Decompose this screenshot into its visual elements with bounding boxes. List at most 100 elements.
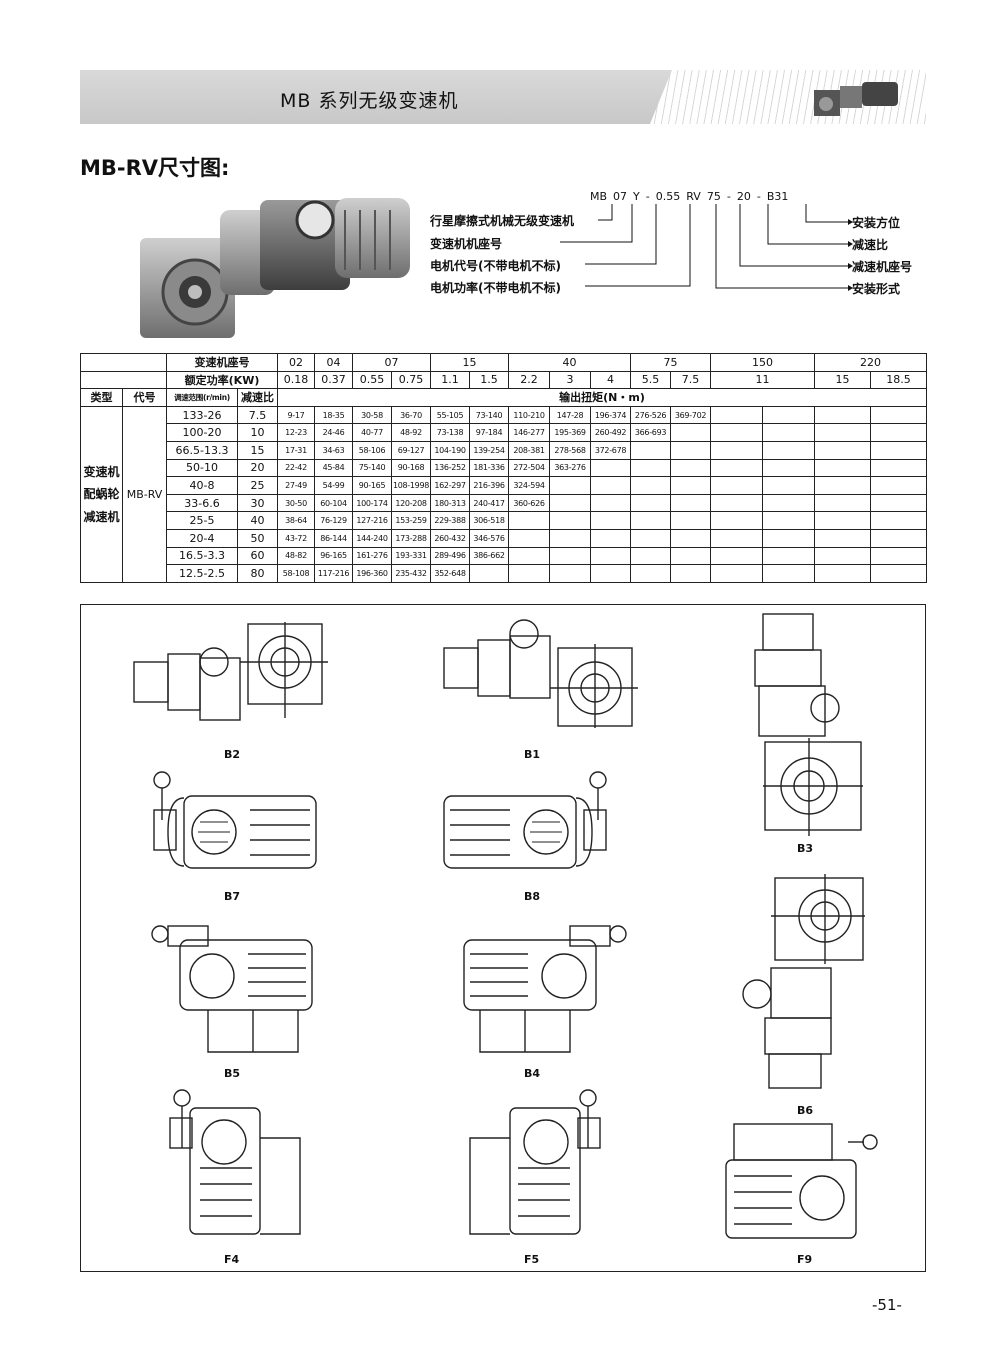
motor-thumbnail-icon [814,82,898,116]
frame-size: 04 [314,353,353,372]
code-cell: MB-RV [122,405,167,583]
table-row: 类型 代号 调速范围(r/min) 减速比 输出扭矩(N・m) [80,388,927,407]
torque-cell: 360-626 [508,493,550,513]
col-header-type: 类型 [80,388,123,407]
torque-cell: 276-526 [630,405,671,425]
torque-cell [508,511,550,530]
ratio-cell: 30 [237,493,278,513]
section-title: MB-RV尺寸图: [80,156,230,180]
torque-cell [870,440,927,460]
code-part: 0.55 [655,190,681,203]
torque-cell: 196-360 [352,564,392,583]
torque-cell: 260-492 [590,423,631,442]
torque-cell: 43-72 [277,528,315,548]
torque-cell [710,528,763,548]
torque-cell: 195-369 [549,423,591,442]
code-part: RV [686,190,701,203]
ratio-cell: 10 [237,423,278,442]
torque-cell: 324-594 [508,476,550,495]
frame-size: 150 [710,353,815,372]
torque-cell: 60-104 [314,493,353,513]
torque-cell [710,476,763,495]
torque-cell [670,564,711,583]
torque-cell: 54-99 [314,476,353,495]
torque-cell [814,493,871,513]
torque-cell: 76-129 [314,511,353,530]
speed-range-cell: 20-4 [166,528,238,548]
torque-cell [762,511,815,530]
torque-cell [870,511,927,530]
torque-cell [870,528,927,548]
torque-cell [670,528,711,548]
type-cell: 变速机配蜗轮减速机 [80,405,123,583]
drawing-label: B4 [524,1067,541,1080]
mounting-drawing-b3 [754,613,863,836]
legend-label: 减速比 [852,238,889,252]
torque-cell [814,458,871,478]
ratio-cell: 50 [237,528,278,548]
speed-range-cell: 25-5 [166,511,238,530]
torque-cell [630,493,671,513]
torque-cell [590,458,631,478]
torque-cell [508,528,550,548]
torque-cell: 180-313 [430,493,470,513]
torque-header: 输出扭矩(N・m) [277,388,927,407]
torque-cell [630,564,671,583]
torque-cell [814,440,871,460]
torque-cell: 24-46 [314,423,353,442]
torque-cell: 289-496 [430,546,470,566]
torque-cell: 110-210 [508,405,550,425]
frame-size: 75 [630,353,711,372]
torque-cell [590,564,631,583]
legend-label: 安装形式 [852,282,901,296]
torque-cell [814,528,871,548]
torque-cell: 97-184 [469,423,509,442]
torque-cell [762,476,815,495]
torque-cell [762,564,815,583]
torque-cell: 260-432 [430,528,470,548]
drawing-label: B8 [524,890,541,903]
torque-cell [762,458,815,478]
power: 18.5 [870,370,927,390]
torque-cell: 272-504 [508,458,550,478]
torque-cell [590,493,631,513]
ratio-cell: 7.5 [237,405,278,425]
torque-cell: 161-276 [352,546,392,566]
code-part: Y [633,190,640,203]
torque-cell: 216-396 [469,476,509,495]
torque-cell [630,546,671,566]
torque-cell: 372-678 [590,440,631,460]
torque-cell: 108-1998 [391,476,431,495]
torque-cell [630,511,671,530]
drawing-label: F5 [524,1253,540,1266]
torque-cell: 75-140 [352,458,392,478]
drawing-label: B3 [797,842,814,855]
code-part: 20 [736,190,751,203]
page-title: MB 系列无级变速机 [280,90,459,112]
torque-cell [870,476,927,495]
legend-label: 电机功率(不带电机不标) [430,281,561,295]
torque-cell [870,564,927,583]
torque-cell: 147-28 [549,405,591,425]
power: 0.55 [352,370,392,390]
mounting-drawings-frame [80,604,926,1272]
drawing-label: F9 [797,1253,813,1266]
ratio-cell: 25 [237,476,278,495]
torque-cell [870,493,927,513]
page-number: -51- [872,1296,902,1314]
frame-size: 220 [814,353,927,372]
torque-cell [710,493,763,513]
torque-cell: 363-276 [549,458,591,478]
torque-cell: 86-144 [314,528,353,548]
drawing-label: B6 [797,1104,814,1117]
torque-cell: 229-388 [430,511,470,530]
torque-cell: 73-140 [469,405,509,425]
torque-cell [870,405,927,425]
torque-cell: 139-254 [469,440,509,460]
torque-cell [590,528,631,548]
frame-size: 40 [508,353,631,372]
